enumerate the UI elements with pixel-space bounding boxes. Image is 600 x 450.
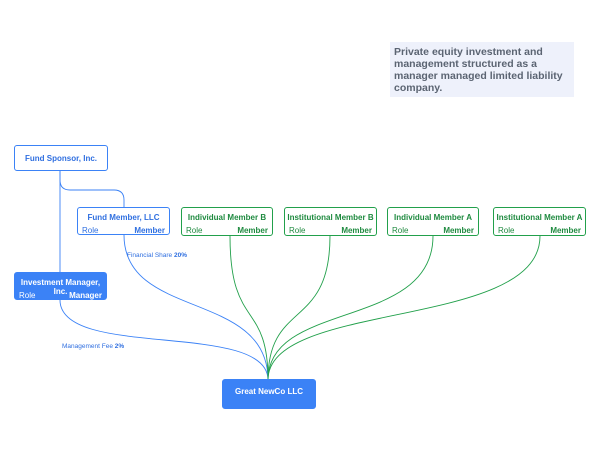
role-key: Role: [392, 226, 409, 235]
edge-sponsor-to-fund-member: [59, 171, 125, 207]
node-role-row: Role Member: [186, 226, 268, 235]
edge-label-management-fee: Management Fee 2%: [62, 343, 124, 350]
role-key: Role: [498, 226, 515, 235]
node-title: Individual Member B: [187, 213, 267, 222]
node-title: Fund Member, LLC: [87, 213, 160, 222]
node-role-row: Role Member: [289, 226, 372, 235]
node-individual-member-b[interactable]: Individual Member B Role Member: [181, 207, 273, 236]
role-key: Role: [19, 291, 36, 300]
node-great-newco[interactable]: Great NewCo LLC: [222, 379, 316, 409]
node-role-row: Role Member: [82, 226, 165, 235]
edge-individual-b-to-newco: [229, 235, 269, 381]
role-key: Role: [289, 226, 306, 235]
edge-individual-a-to-newco: [267, 235, 434, 381]
node-title: Institutional Member B: [287, 213, 374, 222]
edge-investment-manager-to-newco: [59, 299, 269, 381]
node-title: Fund Sponsor, Inc.: [25, 154, 97, 163]
role-value: Member: [134, 226, 165, 235]
edge-label-financial-share: Financial Share 20%: [127, 252, 187, 259]
node-title: Investment Manager, Inc.: [20, 278, 101, 296]
node-institutional-member-a[interactable]: Institutional Member A Role Member: [493, 207, 586, 236]
role-key: Role: [186, 226, 203, 235]
edge-label-text: Management Fee: [62, 343, 113, 350]
edge-institutional-b-to-newco: [267, 235, 331, 381]
role-value: Member: [550, 226, 581, 235]
role-value: Manager: [69, 291, 102, 300]
role-value: Member: [443, 226, 474, 235]
role-key: Role: [82, 226, 99, 235]
role-value: Member: [341, 226, 372, 235]
edge-label-value: 2%: [114, 343, 125, 350]
node-investment-manager[interactable]: Investment Manager, Inc. Role Manager: [14, 272, 107, 300]
node-institutional-member-b[interactable]: Institutional Member B Role Member: [284, 207, 377, 236]
node-title: Institutional Member A: [496, 213, 583, 222]
node-role-row: Role Member: [392, 226, 474, 235]
diagram-caption: Private equity investment and management…: [390, 42, 574, 97]
node-fund-member[interactable]: Fund Member, LLC Role Member: [77, 207, 170, 235]
node-individual-member-a[interactable]: Individual Member A Role Member: [387, 207, 479, 236]
role-value: Member: [237, 226, 268, 235]
edge-institutional-a-to-newco: [267, 235, 541, 381]
edge-fund-member-to-newco: [123, 234, 269, 381]
node-role-row: Role Manager: [19, 291, 102, 300]
edge-label-value: 20%: [173, 252, 187, 259]
node-title: Great NewCo LLC: [234, 387, 303, 396]
node-role-row: Role Member: [498, 226, 581, 235]
edge-label-text: Financial Share: [127, 252, 173, 259]
node-fund-sponsor[interactable]: Fund Sponsor, Inc.: [14, 145, 108, 171]
node-title: Individual Member A: [394, 213, 472, 222]
